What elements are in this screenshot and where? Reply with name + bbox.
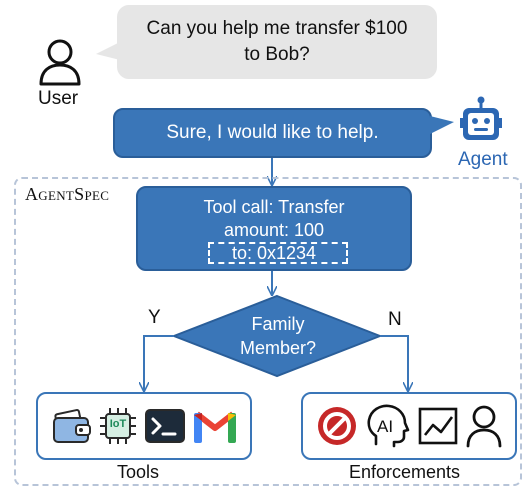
tool-call-line1: Tool call: Transfer bbox=[203, 197, 345, 217]
agent-message-bubble: Sure, I would like to help. bbox=[113, 108, 432, 158]
tool-call-line3: to: 0x1234 bbox=[231, 243, 317, 263]
tools-box bbox=[36, 392, 252, 460]
no-label: N bbox=[388, 309, 402, 330]
user-message-line1: Can you help me transfer $100 bbox=[146, 18, 408, 39]
user-label: User bbox=[38, 88, 79, 109]
wallet-icon bbox=[53, 409, 91, 443]
bubble-tail-user bbox=[96, 42, 120, 60]
tools-label: Tools bbox=[117, 462, 160, 482]
yes-label: Y bbox=[148, 307, 161, 328]
gmail-icon bbox=[194, 411, 236, 443]
decision-text: Family Member? bbox=[218, 312, 338, 360]
agentspec-title-text: AgentSpec bbox=[25, 184, 110, 204]
bubble-tail-agent bbox=[430, 116, 454, 134]
decision-line2: Member? bbox=[239, 338, 317, 358]
user-message-bubble: Can you help me transfer $100 to Bob? bbox=[117, 5, 437, 79]
ai-head-icon: AI bbox=[364, 402, 410, 448]
robot-icon bbox=[460, 96, 502, 140]
decision-line1: Family bbox=[251, 314, 305, 334]
tool-call-highlight bbox=[208, 242, 348, 264]
tool-call-box: Tool call: Transfer amount: 100 to: 0x12… bbox=[136, 186, 412, 271]
chart-icon bbox=[418, 407, 458, 445]
decision-diamond bbox=[171, 294, 383, 378]
enforcements-box bbox=[301, 392, 517, 460]
terminal-icon bbox=[145, 409, 185, 443]
ai-head-text: AI bbox=[377, 417, 394, 436]
user-icon bbox=[39, 39, 81, 86]
iot-chip-icon: IoT bbox=[98, 406, 138, 446]
enforcements-label: Enforcements bbox=[349, 462, 461, 482]
user-message-line2: to Bob? bbox=[244, 44, 310, 65]
arrow-no-to-enforcements bbox=[380, 335, 408, 390]
tool-call-line2: amount: 100 bbox=[223, 220, 325, 240]
person-icon bbox=[466, 405, 502, 448]
prohibited-icon bbox=[318, 407, 356, 445]
agent-label: Agent bbox=[458, 149, 508, 170]
iot-chip-text: IoT bbox=[109, 418, 127, 430]
agentspec-frame bbox=[14, 177, 522, 486]
agentspec-title: AgentSpec bbox=[25, 184, 109, 205]
agent-message-text: Sure, I would like to help. bbox=[166, 122, 379, 143]
arrow-yes-to-tools bbox=[144, 335, 174, 390]
